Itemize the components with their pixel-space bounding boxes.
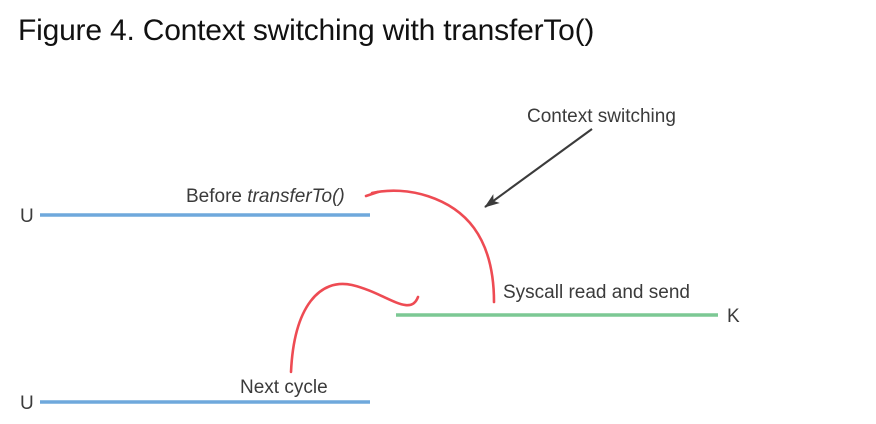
lane-label-kernel: K [727,306,740,327]
annotation-transferto-call: transferTo() [247,186,345,207]
annotation-context-switching: Context switching [527,106,676,127]
page-title: Figure 4. Context switching with transfe… [18,14,595,47]
transition-curve-kernel-to-user [289,282,420,374]
annotation-before-transferto: Before transferTo() [186,186,345,207]
leader-line-before-transferto [364,190,380,198]
lane-label-user-bottom: U [20,393,34,414]
transition-curve-user-to-kernel [370,189,496,304]
lane-label-user-top: U [20,206,34,227]
annotation-syscall-read-and-send: Syscall read and send [503,282,690,303]
annotation-next-cycle: Next cycle [240,377,328,398]
context-switching-arrow-icon [484,128,593,208]
annotation-before-prefix: Before [186,186,247,207]
